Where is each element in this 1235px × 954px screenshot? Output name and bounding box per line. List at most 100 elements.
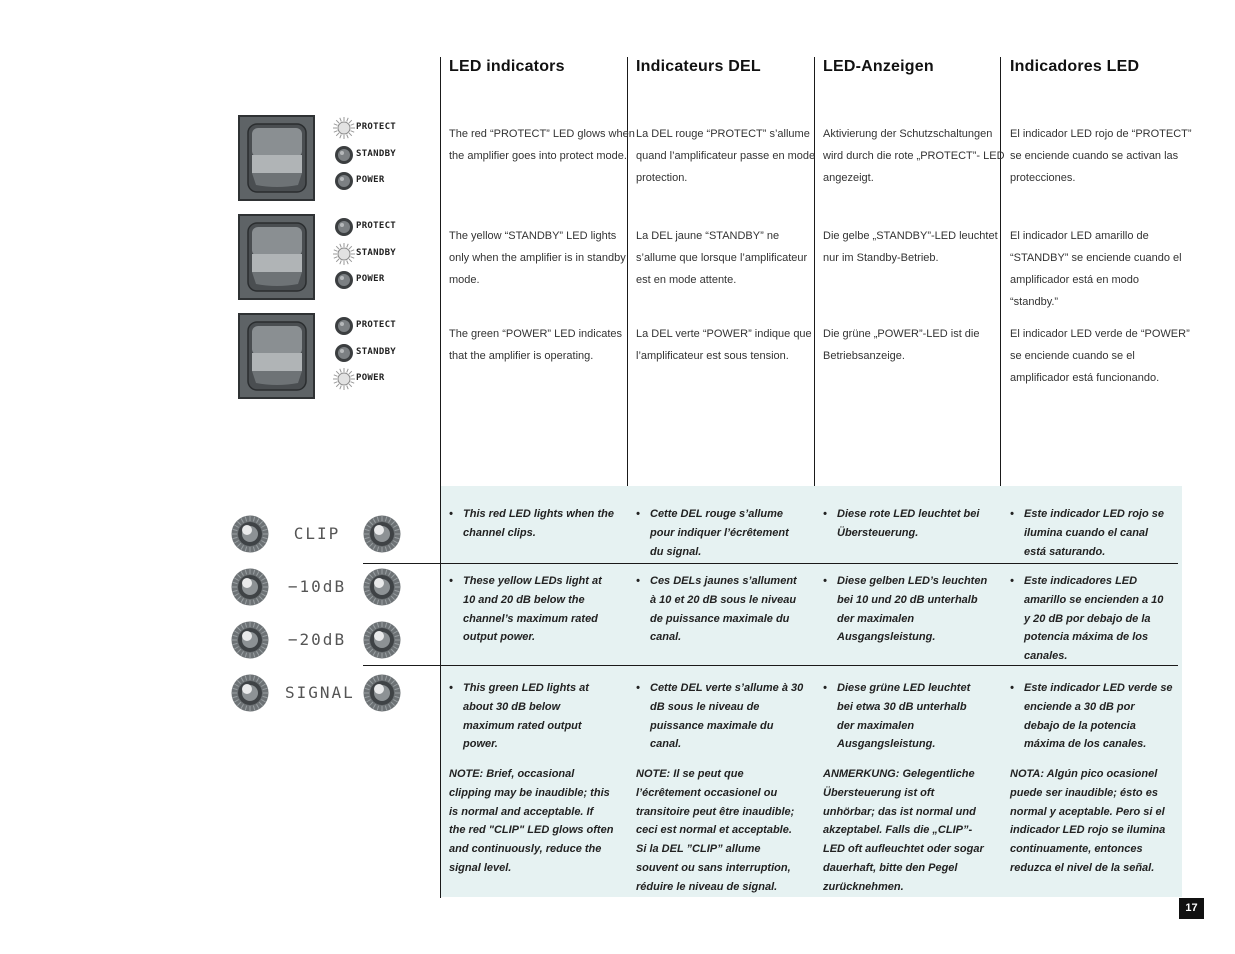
text-line: Diese gelben LED’s leuchten: [837, 575, 988, 587]
meter-label: −20dB: [287, 630, 347, 649]
text-line: puede ser inaudible; ésto es: [1010, 786, 1158, 799]
header-spanish: Indicadores LED: [1010, 58, 1140, 75]
text-line: potencia máxima de los: [1024, 631, 1149, 644]
bullet-dot: •: [449, 508, 453, 520]
text-line: El indicador LED rojo de “PROTECT”: [1010, 128, 1192, 140]
text-line: enciende a 30 dB por: [1024, 700, 1135, 713]
bullet-dot: •: [636, 575, 640, 587]
signal-bullet-spanish: • Este indicador LED verde se enciende a 3…: [1010, 679, 1182, 754]
text-line: “STANDBY” se enciende cuando el: [1010, 252, 1182, 264]
text-line: El indicador LED amarillo de: [1010, 230, 1149, 242]
right-meter-led-icon: [363, 621, 401, 659]
led-icon: [333, 144, 355, 171]
text-line: Este indicador LED rojo se: [1024, 508, 1164, 520]
text-line: This green LED lights at: [463, 682, 589, 694]
text-line: normal y aceptable. Pero si el: [1010, 805, 1165, 818]
led-icon: [333, 342, 355, 369]
text-line: the red "CLIP" LED glows often: [449, 824, 614, 837]
bullet-text: Diese grüne LED leuchtet bei etwa 30 dB u…: [823, 679, 995, 754]
text-line: Diese grüne LED leuchtet: [837, 682, 971, 694]
text-line: amplificador está funcionando.: [1010, 372, 1160, 384]
bullet-dot: •: [449, 682, 453, 694]
text-line: pour indiquer l’écrêtement: [650, 526, 789, 539]
text-line: l’amplificateur est sous tension.: [636, 350, 789, 362]
text-line: unhörbar; das ist normal und: [823, 805, 976, 818]
row-rule-1: [363, 563, 1178, 564]
text-line: about 30 dB below: [463, 700, 561, 713]
bullet-text: Ces DELs jaunes s’allument à 10 et 20 dB …: [636, 572, 808, 647]
text-line: output power.: [463, 631, 536, 644]
right-meter-led-icon: [363, 568, 401, 606]
led-label: POWER: [356, 274, 385, 284]
text-line: ilumina cuando el canal: [1024, 526, 1149, 539]
bullet-dot: •: [636, 682, 640, 694]
led-label: PROTECT: [356, 122, 397, 132]
led-label: STANDBY: [356, 346, 397, 357]
bullet-dot: •: [823, 508, 827, 520]
bullet-text: Este indicador LED verde se enciende a 30…: [1010, 679, 1182, 754]
led-lit-icon: [333, 242, 355, 270]
led-lit-icon: [333, 117, 355, 144]
text-line: clipping may be inaudible; this: [449, 786, 610, 799]
column-rule-1: [440, 57, 441, 898]
text-line: Cette DEL rouge s’allume: [650, 508, 784, 520]
bullet-dot: •: [823, 575, 827, 587]
text-line: souvent ou sans interruption,: [636, 861, 791, 874]
header-german: LED-Anzeigen: [823, 58, 934, 75]
text-line: and continuously, reduce the: [449, 843, 602, 856]
led-label: PROTECT: [356, 221, 397, 231]
text-line: debajo de la potencia: [1024, 719, 1136, 732]
text-line: Ausgangsleistung.: [837, 631, 936, 644]
amplifier-panel-image: [238, 115, 315, 201]
led-label: PROTECT: [356, 320, 397, 330]
text-line: Este indicador LED verde se: [1024, 682, 1173, 694]
text-line: está saturando.: [1024, 545, 1106, 558]
text-line: dauerhaft, bitte den Pegel: [823, 861, 958, 874]
text-line: The yellow “STANDBY” LED lights: [449, 230, 617, 242]
text-line: Este indicadores LED: [1024, 575, 1138, 587]
text-line: NOTE: Brief, occasional: [449, 768, 575, 780]
text-line: “standby.”: [1010, 296, 1059, 308]
bullet-text: Este indicadores LED amarillo se enciende…: [1010, 572, 1182, 666]
text-line: du signal.: [650, 545, 702, 558]
db-bullet-french: • Ces DELs jaunes s’allument à 10 et 20 dB…: [636, 572, 808, 647]
text-line: amarillo se encienden a 10: [1024, 593, 1164, 606]
text-line: à 10 et 20 dB sous le niveau: [650, 593, 797, 606]
text-line: canal.: [650, 631, 682, 644]
text-line: wird durch die rote „PROTECT”- LED: [823, 150, 1005, 162]
led-icon: [333, 315, 355, 342]
text-line: channel’s maximum rated: [463, 612, 598, 625]
text-line: est en mode attente.: [636, 274, 737, 286]
meter-label: SIGNAL: [285, 683, 355, 702]
bullet-dot: •: [1010, 682, 1014, 694]
text-line: Übersteuerung.: [837, 526, 919, 539]
text-line: y 20 dB por debajo de la: [1024, 612, 1151, 625]
text-line: s’allume que lorsque l’amplificateur: [636, 252, 808, 264]
text-line: der maximalen: [837, 612, 915, 625]
text-line: nur im Standby-Betrieb.: [823, 252, 939, 264]
text-line: angezeigt.: [823, 172, 874, 184]
power-text-spanish: El indicador LED verde de “POWER”se enci…: [1010, 323, 1190, 389]
text-line: dB sous le niveau de: [650, 700, 760, 713]
text-line: reduzca el nivel de la señal.: [1010, 861, 1155, 874]
text-line: Ces DELs jaunes s’allument: [650, 575, 797, 587]
text-line: bei etwa 30 dB unterhalb: [837, 700, 967, 713]
text-line: Betriebsanzeige.: [823, 350, 905, 362]
text-line: protecciones.: [1010, 172, 1076, 184]
bullet-dot: •: [823, 682, 827, 694]
